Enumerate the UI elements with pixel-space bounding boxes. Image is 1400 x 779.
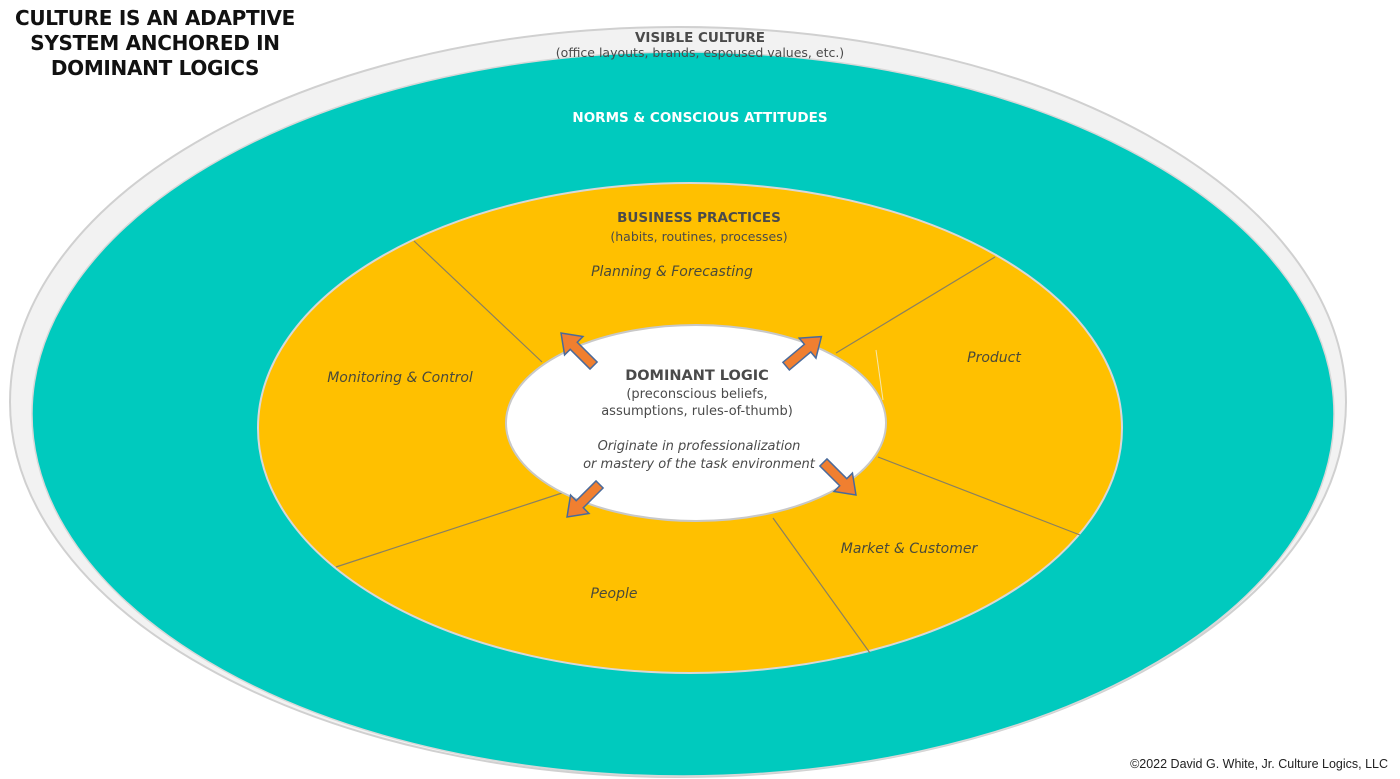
- dominant-logic-subtitle-line: (preconscious beliefs,: [626, 387, 767, 402]
- visible-culture-subtitle: (office layouts, brands, espoused values…: [556, 45, 844, 60]
- segment-monitoring-control: Monitoring & Control: [327, 370, 473, 386]
- copyright-notice: ©2022 David G. White, Jr. Culture Logics…: [1130, 757, 1388, 771]
- title-line: SYSTEM ANCHORED IN: [30, 31, 280, 55]
- visible-culture-heading: VISIBLE CULTURE: [635, 30, 765, 46]
- segment-dividers: [335, 240, 1081, 654]
- divider-line: [772, 517, 871, 654]
- diagram-title: CULTURE IS AN ADAPTIVE SYSTEM ANCHORED I…: [0, 6, 310, 81]
- segment-planning-forecasting: Planning & Forecasting: [591, 264, 753, 280]
- arrow-up-right-icon: [781, 335, 823, 372]
- divider-line-faint: [875, 349, 884, 401]
- arrows: [560, 332, 857, 518]
- dominant-logic-ellipse: [505, 324, 887, 522]
- title-line: CULTURE IS AN ADAPTIVE: [14, 6, 296, 30]
- dominant-logic-note-line: Originate in professionalization: [598, 439, 801, 454]
- segment-people: People: [590, 586, 637, 602]
- divider-line: [335, 492, 563, 568]
- arrow-up-left-icon: [560, 332, 599, 371]
- arrow-down-left-icon: [566, 479, 605, 518]
- arrow-down-right-icon: [818, 457, 857, 496]
- business-practices-subtitle: (habits, routines, processes): [610, 229, 787, 244]
- dominant-logic-subtitle-line: assumptions, rules-of-thumb): [601, 404, 793, 419]
- dominant-logic-note-line: or mastery of the task environment: [583, 457, 816, 472]
- business-practices-heading: BUSINESS PRACTICES: [617, 210, 781, 226]
- norms-heading: NORMS & CONSCIOUS ATTITUDES: [572, 110, 827, 126]
- divider-line: [835, 256, 996, 354]
- divider-line: [877, 456, 1081, 536]
- dominant-logic-heading: DOMINANT LOGIC: [625, 368, 769, 384]
- segment-product: Product: [967, 350, 1021, 366]
- segment-market-customer: Market & Customer: [841, 541, 979, 557]
- title-line: DOMINANT LOGICS: [50, 56, 260, 80]
- divider-line: [413, 240, 543, 363]
